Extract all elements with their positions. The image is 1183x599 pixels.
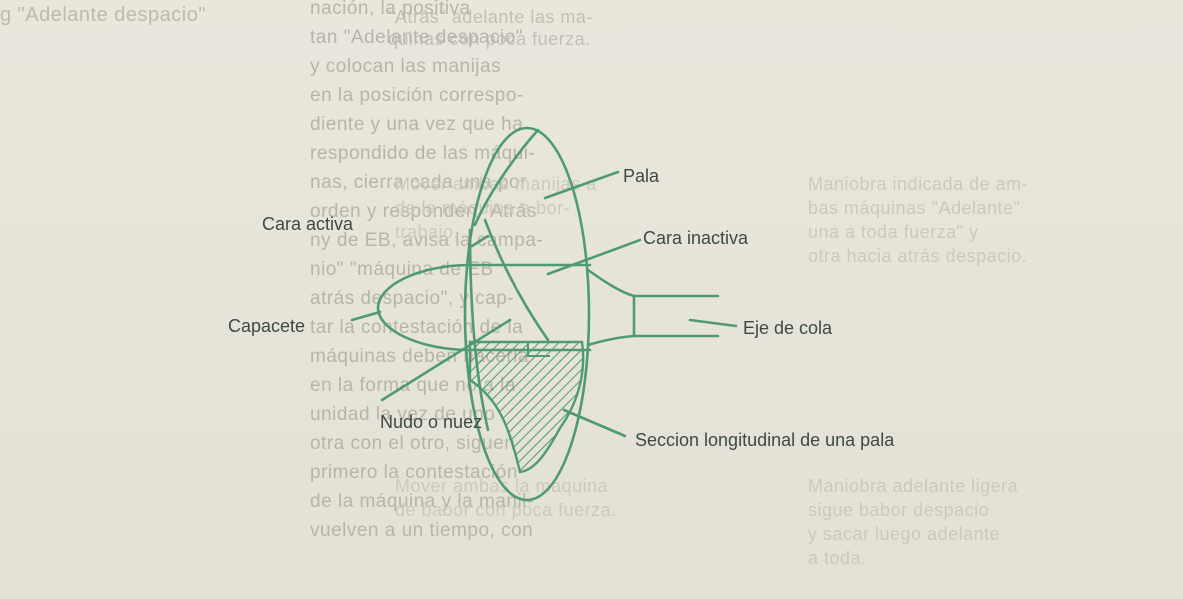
leader-seccion bbox=[564, 410, 625, 436]
leader-eje bbox=[690, 320, 736, 326]
label-cara-inactiva: Cara inactiva bbox=[643, 228, 748, 249]
shaft-top bbox=[588, 270, 718, 296]
label-seccion-longitudinal: Seccion longitudinal de una pala bbox=[635, 430, 894, 451]
cara-activa-curve bbox=[485, 220, 548, 340]
label-nudo-o-nuez: Nudo o nuez bbox=[380, 412, 482, 433]
label-pala: Pala bbox=[623, 166, 659, 187]
leader-cara-inactiva bbox=[548, 240, 640, 274]
leader-pala bbox=[545, 172, 618, 198]
leader-cara-activa bbox=[472, 236, 488, 246]
leader-capacete bbox=[352, 312, 380, 320]
capacete-shape bbox=[378, 265, 470, 350]
label-eje-de-cola: Eje de cola bbox=[743, 318, 832, 339]
label-cara-activa: Cara activa bbox=[262, 214, 353, 235]
shaft-bottom bbox=[588, 336, 718, 345]
label-capacete: Capacete bbox=[228, 316, 305, 337]
